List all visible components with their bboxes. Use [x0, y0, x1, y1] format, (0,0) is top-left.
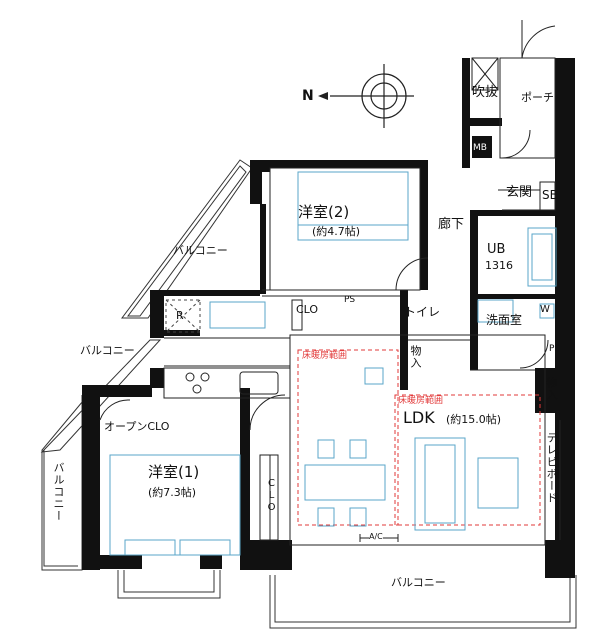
north-arrow-icon	[318, 92, 328, 100]
room-area-ldk: (約15.0帖)	[446, 413, 502, 426]
compass-icon	[330, 64, 414, 128]
mb-label: MB	[473, 143, 487, 153]
heating-label-dining: 床暖房範囲	[302, 351, 348, 361]
kitchen-stove	[185, 371, 279, 395]
wash-w-label: W	[540, 304, 550, 315]
room-name-ldk: LDK	[403, 408, 435, 427]
furniture	[109, 171, 557, 556]
heating-label-living: 床暖房範囲	[398, 396, 444, 406]
unit-bath-label: UB	[487, 242, 506, 257]
interior-lines	[99, 20, 561, 546]
room-name-porch: ポーチ	[521, 91, 554, 104]
clo-room2-label: CLO	[296, 303, 319, 316]
tv-board-label: テレビボード	[545, 432, 558, 504]
balcony-left-label: バルコニー	[52, 462, 65, 522]
void-hatch	[471, 57, 499, 91]
unit-bath-size: 1316	[485, 259, 513, 272]
balcony-upper-label: バルコニー	[173, 244, 228, 257]
open-clo-label: オープンCLO	[104, 420, 170, 433]
floor-heating-zones	[297, 349, 541, 526]
sb-label: SB	[542, 188, 558, 202]
room-name-western-2: 洋室(2)	[298, 203, 350, 221]
room-name-washroom: 洗面室	[486, 313, 523, 327]
room-name-void: 吹抜	[472, 85, 499, 100]
balcony-bottom-label: バルコニー	[391, 576, 446, 589]
room-name-corridor: 廊下	[438, 217, 465, 232]
north-label: N	[302, 88, 314, 104]
room-area-western-1: (約7.3帖)	[148, 486, 197, 499]
ps-upper-label: PS	[344, 295, 356, 305]
room-name-entrance: 玄関	[506, 185, 533, 200]
room-name-toilet: トイレ	[404, 305, 441, 319]
balcony-middle-label: バルコニー	[80, 344, 135, 357]
room-area-western-2: (約4.7帖)	[312, 225, 361, 238]
clo-room1-label: CLO	[266, 478, 277, 514]
refrigerator-area	[165, 299, 201, 333]
ac-label: A/C	[369, 532, 383, 541]
storage-1-label: 物入	[409, 345, 422, 369]
balcony-outlines	[40, 159, 577, 629]
room-name-western-1: 洋室(1)	[148, 463, 200, 481]
refrigerator-label: R	[176, 309, 184, 322]
storage-2-label: 物入	[545, 377, 558, 401]
ps-lower-label: PS	[549, 344, 561, 354]
